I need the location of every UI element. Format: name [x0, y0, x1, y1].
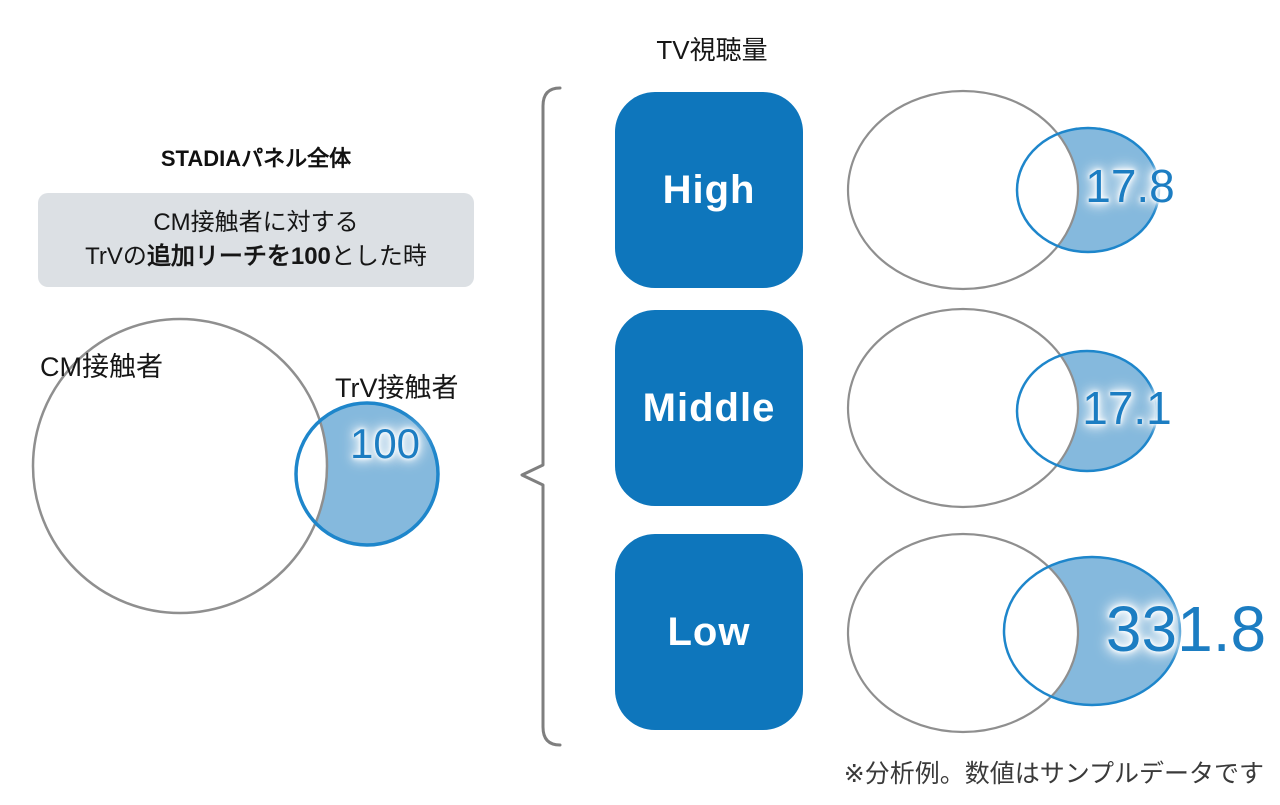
level-label-low: Low	[667, 609, 751, 654]
venn-diagram-low	[846, 532, 1182, 734]
venn-diagram-high	[846, 89, 1161, 291]
curly-brace-path	[520, 86, 562, 747]
high-cm-ellipse	[846, 89, 1080, 291]
cm-contact-label: CM接触者	[40, 352, 163, 382]
high-reach-crescent	[1017, 128, 1159, 252]
note-box: CM接触者に対する TrVの追加リーチを100とした時	[38, 193, 474, 287]
venn-diagram-overall	[31, 317, 440, 615]
baseline-value: 100	[349, 420, 421, 467]
level-label-high: High	[662, 167, 756, 212]
level-box-middle: Middle	[615, 310, 803, 506]
high-value: 17.8	[1085, 160, 1175, 212]
trv-contact-circle	[294, 401, 440, 547]
high-trv-circle	[1015, 126, 1161, 254]
note-line-1: CM接触者に対する	[153, 208, 359, 236]
trv-contact-label: TrV接触者	[335, 373, 459, 403]
middle-value: 17.1	[1082, 382, 1172, 434]
middle-trv-circle	[1015, 349, 1159, 473]
curly-brace	[520, 86, 562, 747]
low-reach-crescent	[1004, 557, 1180, 705]
cm-contact-circle	[31, 317, 329, 615]
level-box-high: High	[615, 92, 803, 288]
level-label-middle: Middle	[642, 385, 776, 430]
venn-diagram-middle	[846, 307, 1159, 509]
note-line-2: TrVの追加リーチを100とした時	[85, 243, 427, 270]
low-trv-circle	[1002, 555, 1182, 707]
middle-reach-crescent	[1017, 351, 1157, 471]
right-panel-title: TV視聴量	[656, 35, 768, 65]
low-cm-ellipse	[846, 532, 1080, 734]
trv-reach-crescent	[296, 403, 438, 545]
middle-cm-ellipse	[846, 307, 1080, 509]
level-box-low: Low	[615, 534, 803, 730]
low-value: 331.8	[1105, 593, 1267, 665]
footnote: ※分析例。数値はサンプルデータです	[843, 760, 1264, 788]
left-panel-title: STADIAパネル全体	[160, 146, 352, 171]
